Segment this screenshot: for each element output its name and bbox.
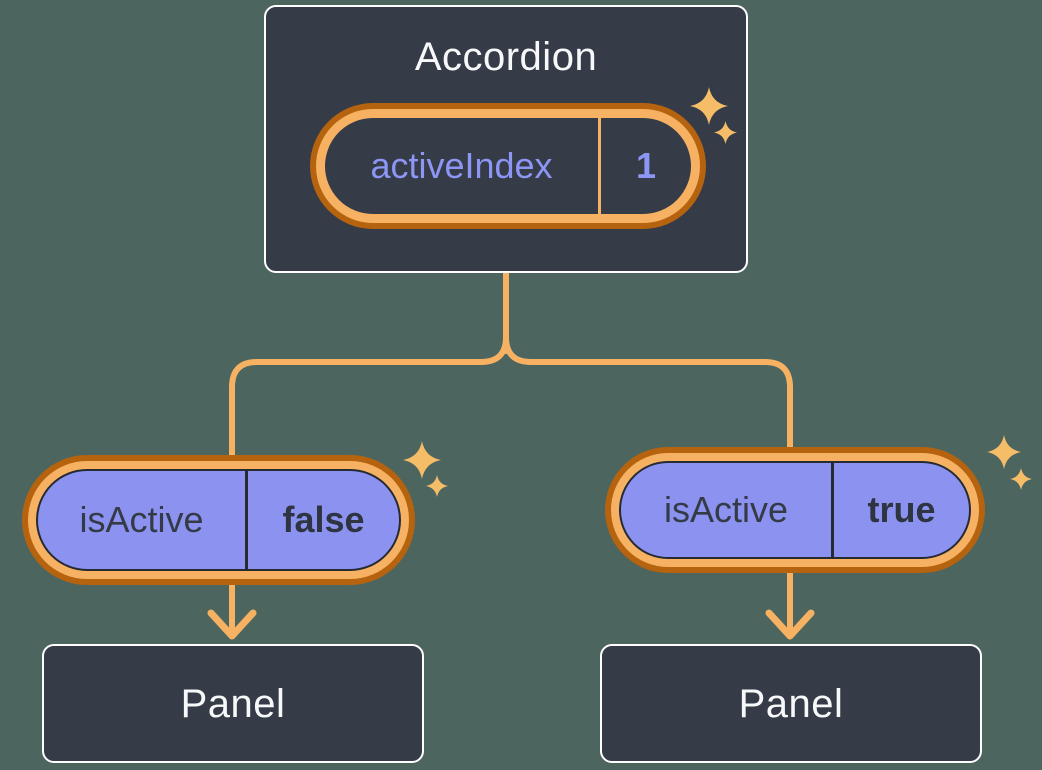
- state-pill-activeindex: activeIndex 1: [316, 109, 700, 223]
- prop-value-label: true: [867, 489, 936, 530]
- accordion-node-title: Accordion: [414, 35, 598, 79]
- branch-right-line: [503, 268, 793, 635]
- prop-pill-isactive-right: isActive true: [619, 461, 971, 559]
- prop-pill-divider: [245, 471, 248, 569]
- panel-node-left: Panel: [42, 644, 424, 763]
- prop-value-label: false: [282, 499, 365, 540]
- sparkle-icon: [714, 121, 737, 144]
- state-value-label: 1: [635, 145, 657, 186]
- sparkle-icon: [987, 435, 1021, 469]
- prop-pill-divider: [831, 463, 834, 557]
- sparkle-icon: [426, 475, 448, 497]
- state-name-label: activeIndex: [370, 145, 553, 186]
- panel-node-right: Panel: [600, 644, 982, 763]
- prop-pill-isactive-left: isActive false: [36, 469, 401, 571]
- prop-name-label: isActive: [663, 489, 789, 530]
- prop-name-label: isActive: [79, 499, 204, 540]
- state-pill-divider: [598, 118, 601, 214]
- arrowhead-right-icon: [765, 609, 815, 640]
- sparkle-icon: [1010, 468, 1032, 490]
- branch-left-line: [229, 268, 509, 635]
- sparkle-icon: [690, 87, 728, 125]
- panel-node-title: Panel: [738, 681, 844, 726]
- arrowhead-left-icon: [207, 609, 257, 640]
- panel-node-title: Panel: [180, 681, 286, 726]
- sparkle-icon: [403, 441, 441, 479]
